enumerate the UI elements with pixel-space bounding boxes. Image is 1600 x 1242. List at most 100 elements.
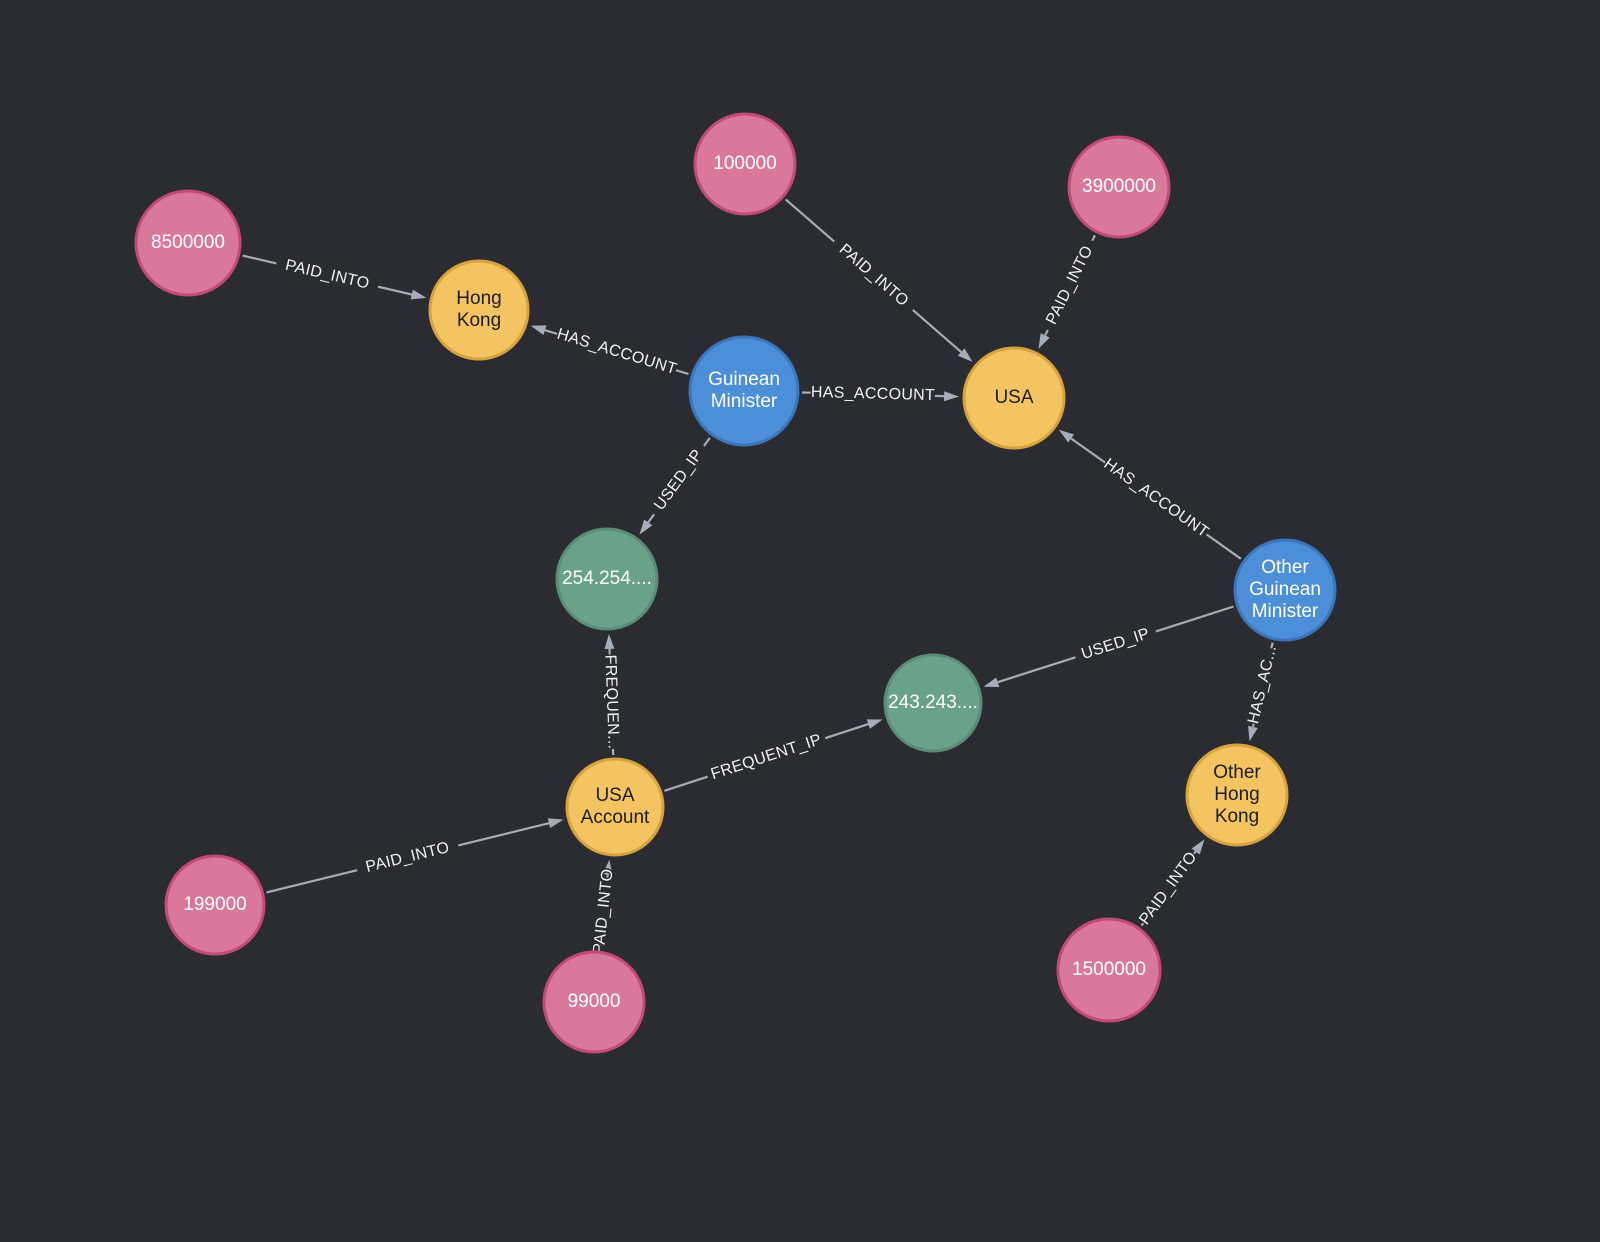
edge-line — [377, 285, 413, 296]
edge-label: USED_IP — [1079, 625, 1151, 663]
graph-node[interactable]: USA — [962, 346, 1066, 450]
graph-edge[interactable]: PAID_INTO — [784, 198, 973, 362]
edge-line — [1140, 920, 1146, 927]
edge-label: PAID_INTO — [284, 257, 371, 293]
graph-edge[interactable]: HAS_ACCOUNT — [801, 382, 959, 406]
edge-line — [647, 513, 655, 524]
nodes-layer: 8500000 100000 3900000 199000 99000 1500000 Ho… — [134, 112, 1337, 1054]
node-circle-amount[interactable] — [1067, 135, 1171, 239]
node-label: Other — [1213, 762, 1261, 783]
edge-line — [824, 723, 869, 740]
edge-arrowhead-icon — [547, 818, 564, 828]
node-label: 254.254.... — [562, 568, 652, 589]
graph-edge[interactable]: HAS_ACCOUNT — [530, 324, 689, 380]
graph-node[interactable]: 254.254.... — [555, 527, 659, 631]
node-label: USA — [994, 387, 1033, 408]
edges-layer: PAID_INTO HAS_ACCOUNT PAID_INTO PAID_INTO HA… — [242, 198, 1281, 956]
graph-node[interactable]: 3900000 — [1067, 135, 1171, 239]
edge-arrowhead-icon — [1191, 839, 1205, 855]
graph-edge[interactable]: USED_IP — [639, 437, 711, 535]
graph-edge[interactable]: HAS_ACCOUNT — [1058, 429, 1242, 560]
edge-label: PAID_INTO — [1136, 849, 1200, 928]
node-label: 243.243.... — [888, 692, 978, 713]
edge-label: PAID_INTO — [590, 868, 616, 955]
edge-line — [1251, 720, 1256, 728]
graph-node[interactable]: 199000 — [164, 854, 266, 956]
graph-edge[interactable]: USED_IP — [983, 605, 1234, 688]
node-circle-ip[interactable] — [883, 653, 983, 753]
graph-edge[interactable]: FREQUEN... — [600, 634, 623, 756]
edge-line — [703, 437, 711, 447]
edge-label: HAS_ACCOUNT — [811, 384, 936, 404]
node-label: USA — [595, 785, 634, 806]
edge-line — [598, 942, 602, 949]
graph-edge[interactable]: HAS_AC... — [1244, 642, 1281, 742]
node-label: 199000 — [183, 894, 246, 915]
node-label: Guinean — [708, 369, 780, 390]
edge-arrowhead-icon — [410, 289, 427, 300]
edge-line — [1270, 642, 1274, 649]
graph-node[interactable]: 99000 — [542, 950, 646, 1054]
node-circle-account[interactable] — [962, 346, 1066, 450]
graph-edge[interactable]: PAID_INTO — [266, 818, 564, 894]
edge-label: HAS_ACCOUNT — [555, 326, 679, 379]
edge-line — [1091, 234, 1096, 242]
edge-line — [784, 198, 835, 243]
node-circle-amount[interactable] — [542, 950, 646, 1054]
edge-line — [1070, 437, 1107, 464]
edge-line — [912, 309, 962, 353]
node-circle-person[interactable] — [1233, 538, 1337, 642]
graph-edge[interactable]: FREQUENT_IP — [664, 719, 883, 792]
graph-edge[interactable]: PAID_INTO — [589, 859, 618, 956]
node-label: Guinean — [1249, 579, 1321, 600]
node-circle-person[interactable] — [688, 335, 800, 447]
edge-label: PAID_INTO — [1043, 243, 1096, 327]
graph-node[interactable]: 243.243.... — [883, 653, 983, 753]
edge-line — [1155, 605, 1234, 633]
node-circle-amount[interactable] — [1056, 917, 1162, 1023]
edge-arrowhead-icon — [1058, 429, 1074, 443]
edge-arrowhead-icon — [1038, 333, 1050, 349]
node-label: Other — [1261, 557, 1309, 578]
graph-edge[interactable]: PAID_INTO — [1038, 234, 1098, 349]
node-circle-account[interactable] — [565, 757, 665, 857]
edge-label: HAS_ACCOUNT — [1101, 456, 1212, 542]
node-label: Hong — [1214, 784, 1259, 805]
graph-edge[interactable]: PAID_INTO — [242, 254, 427, 300]
edge-arrowhead-icon — [957, 348, 973, 362]
node-label: 100000 — [713, 153, 776, 174]
node-circle-ip[interactable] — [555, 527, 659, 631]
edge-label: HAS_AC... — [1245, 644, 1280, 726]
edge-line — [458, 822, 550, 847]
graph-node[interactable]: 1500000 — [1056, 917, 1162, 1023]
edge-arrowhead-icon — [943, 391, 959, 402]
edge-arrowhead-icon — [866, 719, 883, 729]
graph-edge[interactable]: PAID_INTO — [1135, 839, 1205, 930]
node-circle-amount[interactable] — [134, 189, 242, 297]
node-label: 1500000 — [1072, 959, 1146, 980]
edge-line — [664, 775, 708, 792]
edge-arrowhead-icon — [530, 325, 547, 335]
node-circle-amount[interactable] — [164, 854, 266, 956]
edge-line — [242, 254, 277, 265]
node-label: Hong — [456, 288, 501, 309]
node-label: Account — [581, 807, 650, 828]
node-circle-account[interactable] — [1185, 743, 1289, 847]
edge-label: PAID_INTO — [836, 241, 912, 310]
node-circle-account[interactable] — [428, 259, 530, 361]
edge-line — [606, 874, 609, 881]
edge-line — [675, 369, 689, 376]
graph-node[interactable]: 100000 — [693, 112, 797, 216]
node-circle-amount[interactable] — [693, 112, 797, 216]
graph-node[interactable]: 8500000 — [134, 189, 242, 297]
edge-line — [1191, 850, 1197, 857]
edge-arrowhead-icon — [1248, 725, 1258, 742]
node-label: Minister — [711, 391, 778, 412]
